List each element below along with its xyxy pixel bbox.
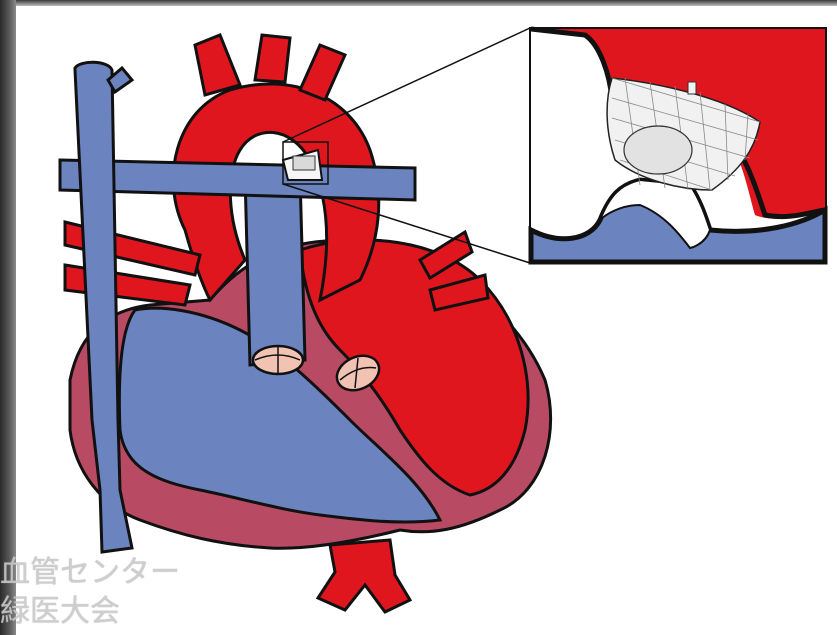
aortic-branch-2 xyxy=(255,35,290,82)
descending-aorta xyxy=(318,540,410,612)
ductus-stent-small xyxy=(293,156,315,170)
stent-marker xyxy=(688,82,696,94)
pulmonary-trunk xyxy=(245,175,305,365)
stent-inset xyxy=(530,28,826,263)
watermark-line-2: 緑医大会 xyxy=(0,586,120,630)
aortic-branch-1 xyxy=(195,35,240,95)
aortic-branch-3 xyxy=(300,45,345,100)
watermark-line-1: 血管センター xyxy=(0,547,180,591)
stent-inner-lumen xyxy=(624,126,692,174)
